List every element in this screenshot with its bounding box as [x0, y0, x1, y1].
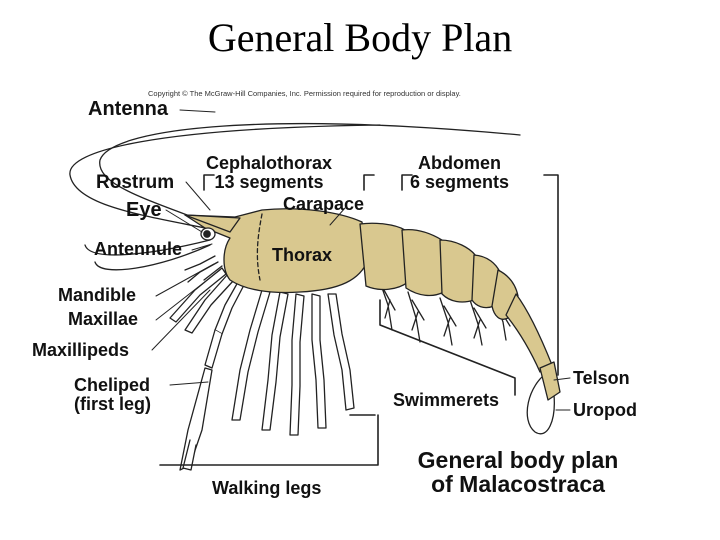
label-antennule: Antennule [94, 239, 182, 259]
label-uropod: Uropod [573, 400, 637, 420]
label-cheliped-line1: Cheliped [74, 375, 151, 395]
label-antenna: Antenna [88, 98, 168, 120]
telson [539, 361, 561, 401]
label-eye: Eye [126, 199, 162, 221]
label-carapace: Carapace [283, 194, 365, 214]
label-brackets [159, 174, 559, 466]
label-mandible: Mandible [58, 285, 137, 305]
label-abdomen: Abdomen 6 segments [410, 154, 509, 192]
label-swimmerets: Swimmerets [393, 390, 500, 410]
thoracic-legs [169, 255, 355, 471]
label-cheliped: Cheliped (first leg) [74, 376, 151, 414]
label-rostrum: Rostrum [96, 172, 175, 193]
caption-line1: General body plan [417, 447, 619, 473]
label-thorax: Thorax [272, 245, 333, 265]
antenna-whip-lower [69, 124, 381, 229]
label-abdomen-line1: Abdomen [418, 153, 502, 173]
diagram-caption: General body plan of Malacostraca [386, 448, 650, 496]
label-abdomen-line2: 6 segments [410, 171, 510, 192]
label-telson: Telson [573, 368, 630, 388]
label-cephalothorax-line1: Cephalothorax [206, 153, 333, 173]
caption-line2: of Malacostraca [431, 471, 605, 498]
label-cephalothorax-line2: 13 segments [214, 171, 324, 192]
abdomen-segments [359, 222, 553, 373]
label-cheliped-line2: (first leg) [74, 393, 152, 414]
slide-title: General Body Plan [207, 15, 513, 60]
antenna-whip-upper [99, 123, 521, 223]
leader-lines [151, 109, 571, 411]
label-cephalothorax: Cephalothorax 13 segments [206, 154, 332, 192]
label-maxillipeds: Maxillipeds [32, 340, 130, 360]
rostrum [184, 214, 241, 233]
antennule-whips [84, 239, 211, 271]
label-maxillae: Maxillae [68, 309, 139, 329]
label-walking-legs: Walking legs [212, 478, 322, 498]
copyright-notice: Copyright © The McGraw-Hill Companies, I… [148, 89, 461, 98]
